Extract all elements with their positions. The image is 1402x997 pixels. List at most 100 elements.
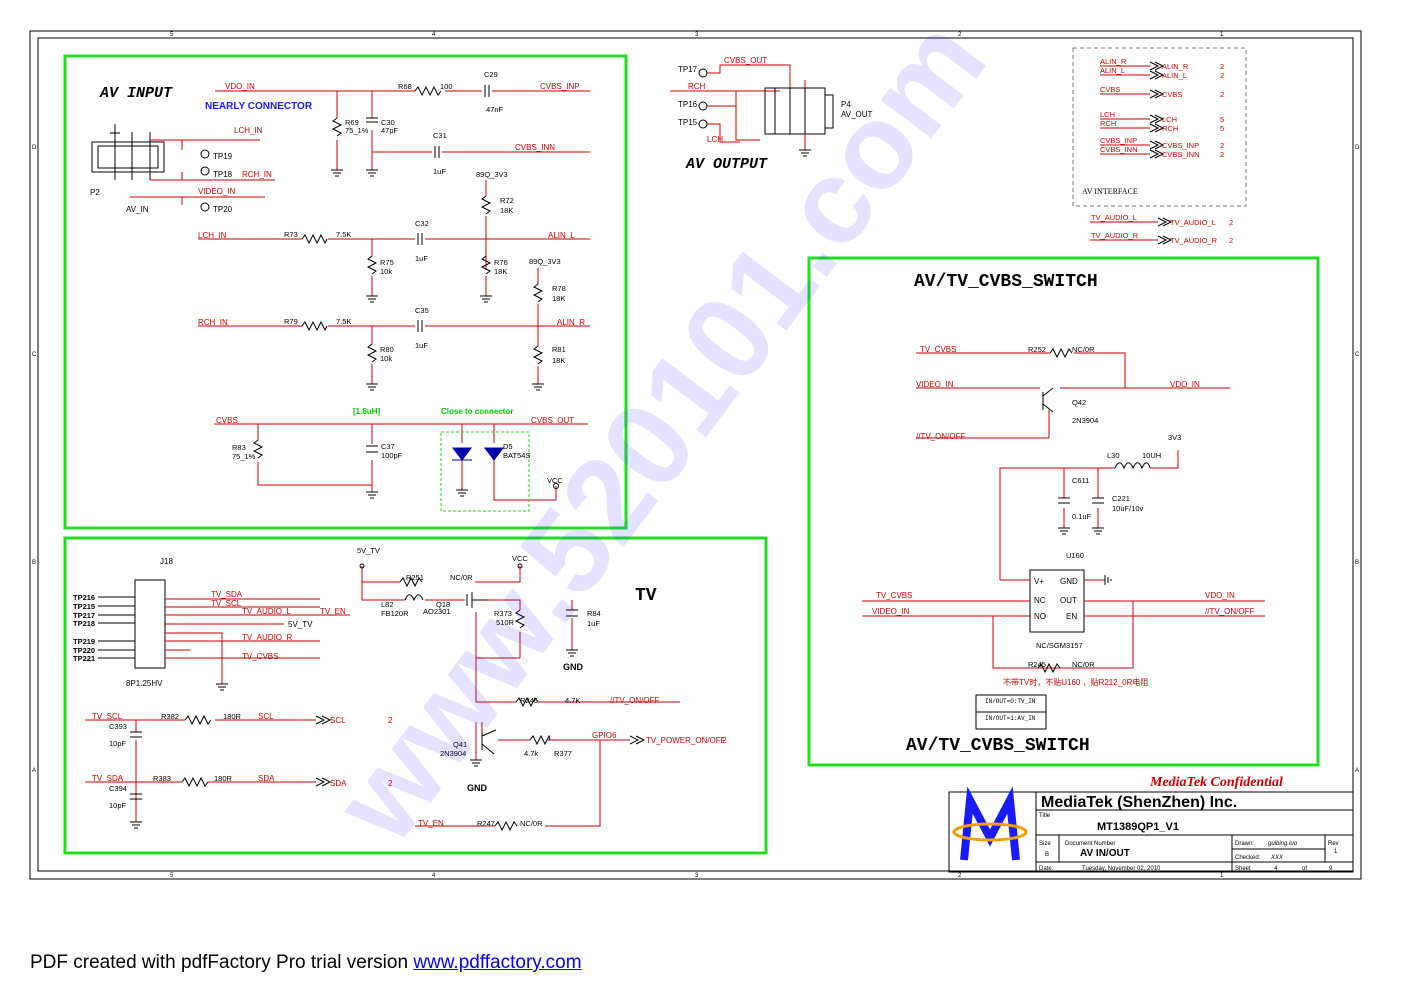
svg-text:C394: C394 [109,784,127,793]
svg-text:TV_SDA: TV_SDA [92,774,124,783]
svg-text:7.5K: 7.5K [336,230,351,239]
svg-text:SCL: SCL [330,716,346,725]
gnd-label-2: GND [467,783,488,793]
iface-page: 2 [1220,71,1224,80]
row-c-right: C [1355,352,1360,358]
lch-in-net-2: LCH_IN [198,231,227,240]
col-1-bottom: 1 [1220,873,1224,879]
svg-text:Q42: Q42 [1072,398,1086,407]
r69-resistor [331,117,343,137]
gnd-symbols-a [331,169,378,177]
i2c-arrows [315,715,332,787]
svg-text:V+: V+ [1034,577,1044,586]
svg-text:Q18: Q18 [436,600,450,609]
iface-port: LCH [1162,115,1177,124]
svg-text:L30: L30 [1107,451,1120,460]
svg-text:VDO_IN: VDO_IN [1170,380,1200,389]
switch-wires-top [916,352,1230,580]
svg-text:C31: C31 [433,131,447,140]
iface-port: ALIN_R [1162,62,1189,71]
iface-net: CVBS_INN [1100,145,1138,154]
svg-text:75_1%: 75_1% [232,452,256,461]
inductor-label: [1.8uH] [353,407,380,416]
cvbs-inp-net: CVBS_INP [540,82,580,91]
svg-text:R69: R69 [345,118,359,127]
svg-text:TV_CVBS: TV_CVBS [242,652,278,661]
svg-text:3V3: 3V3 [1168,433,1181,442]
u160-gnd [1104,575,1112,585]
iface-page: 5 [1220,124,1224,133]
svg-text:10pF: 10pF [109,801,127,810]
svg-text:R73: R73 [284,230,298,239]
tv-power-arrow [629,735,646,745]
alin-r-wires [198,268,590,384]
svg-text:TV_POWER_ON/OFF: TV_POWER_ON/OFF [646,736,726,745]
tp16-label: TP16 [678,100,698,109]
svg-text:10k: 10k [380,354,392,363]
iface-page: 5 [1220,115,1224,124]
svg-text:NC/0R: NC/0R [520,819,543,828]
tv-audio-net: TV_AUDIO_L [1091,213,1137,222]
av-output-section: AV OUTPUT TP17 TP16 TP15 CVBS_OUT RCH LC… [670,56,873,173]
svg-text:1uF: 1uF [433,167,446,176]
q18-transistor [466,592,488,608]
svg-text:R373: R373 [494,609,512,618]
close-to-connector-box [440,431,530,512]
svg-text:GND: GND [1060,577,1078,586]
pdffactory-link[interactable]: www.pdffactory.com [413,952,582,973]
svg-text:SDA: SDA [258,774,275,783]
p4-ref: P4 [841,100,851,109]
io-table-row-0: IN/OUT=0:TV_IN [985,698,1036,705]
io-table-row-1: IN/OUT=1:AV_IN [985,715,1036,722]
svg-text:R80: R80 [380,345,394,354]
j18-wires [165,598,350,684]
svg-text:VDO_IN: VDO_IN [1205,591,1235,600]
iface-net: CVBS [1100,85,1120,94]
svg-text:R76: R76 [494,258,508,267]
j18-value: 8P1.25HV [126,679,163,688]
tp20-label: TP20 [213,205,233,214]
av-output-title: AV OUTPUT [685,156,768,173]
svg-text:C29: C29 [484,70,498,79]
svg-text:NC/SGM3157: NC/SGM3157 [1036,641,1083,650]
i2c-wires [85,719,316,822]
tp19-label: TP19 [213,152,233,161]
svg-text://TV_ON/OFF: //TV_ON/OFF [610,696,659,705]
svg-text:2: 2 [388,716,393,725]
col-4-bottom: 4 [432,873,436,879]
nearly-connector-label: NEARLY CONNECTOR [205,101,313,112]
tv-test-point-label: TP221 [73,654,95,663]
tv-audio-port: TV_AUDIO_L [1170,218,1216,227]
svg-text:47pF: 47pF [381,126,399,135]
svg-text:2N3904: 2N3904 [440,749,466,758]
svg-text:U160: U160 [1066,551,1084,560]
svg-text:100pF: 100pF [381,451,403,460]
test-points-av-in: TP19 TP18 TP20 [200,149,233,214]
p2-ref: P2 [90,188,100,197]
footer-text: PDF created with pdfFactory Pro trial ve… [30,952,414,973]
av-caps-top [366,85,490,158]
tv-audio-port: TV_AUDIO_R [1170,236,1218,245]
svg-text:R247: R247 [477,819,495,828]
svg-text:75_1%: 75_1% [345,126,369,135]
rch-in-net: RCH_IN [242,170,272,179]
alin-l-wires [198,180,590,296]
vdo-in-wires [215,90,590,170]
tv-title: TV [635,586,657,606]
row-d: D [32,145,37,151]
title-value: MT1389QP1_V1 [1097,821,1179,833]
svg-text:TV_EN: TV_EN [418,819,444,828]
sheet-value: 4 [1274,866,1278,872]
col-2: 2 [958,32,962,38]
i2c-resistors [181,714,212,788]
switch-wires-u160 [862,579,1265,669]
svg-text:R68: R68 [398,82,412,91]
l82-inductor [404,594,424,602]
